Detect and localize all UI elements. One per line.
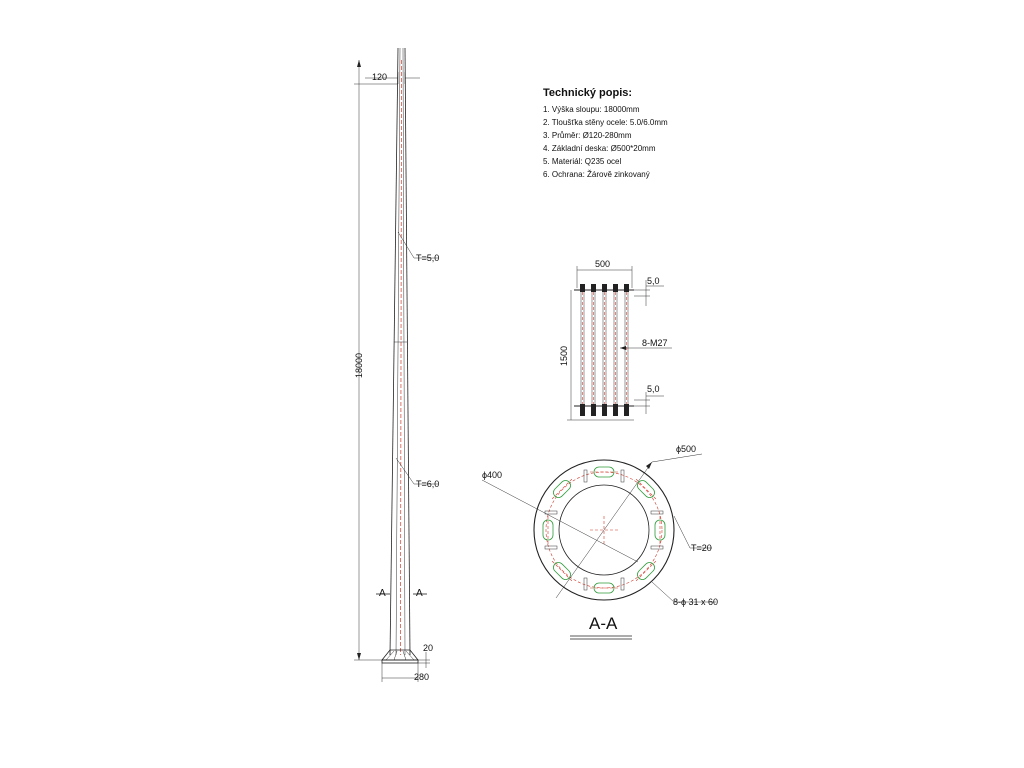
holes-label: 8-ϕ 31 x 60 xyxy=(673,597,718,607)
bolt-top-label: 5,0 xyxy=(647,276,660,286)
plate-thk-leader xyxy=(673,515,691,549)
wall-lower-leader xyxy=(395,457,415,485)
note-item: 6. Ochrana: Žárově zinkovaný xyxy=(543,170,650,179)
pole-inner-right xyxy=(402,47,406,656)
base-width-label: 280 xyxy=(414,672,429,682)
bolt-circle xyxy=(545,471,663,589)
gusset xyxy=(393,650,398,661)
slot-hole xyxy=(590,466,618,478)
plate-inner-circle xyxy=(558,484,650,576)
bolt-length-label: 1500 xyxy=(559,346,569,366)
pole-outline-left xyxy=(389,47,399,656)
pole-elevation: 120 18000 T=5,0 T=6,0 A A xyxy=(354,47,439,682)
slot-hole xyxy=(654,516,666,544)
arrow-icon xyxy=(357,60,361,67)
arrow-icon xyxy=(620,346,626,350)
note-item: 5. Materiál: Q235 ocel xyxy=(543,157,621,166)
anchor-bolt xyxy=(602,284,607,416)
slot-hole xyxy=(542,516,554,544)
arrow-icon xyxy=(646,462,652,469)
bolt-count-label: 8-M27 xyxy=(642,338,668,348)
stiffener-ribs xyxy=(544,469,664,591)
anchor-bolt xyxy=(613,284,618,416)
gusset xyxy=(405,650,415,661)
gusset xyxy=(385,650,395,661)
note-item: 2. Tloušťka stěny ocele: 5.0/6.0mm xyxy=(543,118,668,127)
section-title: A-A xyxy=(589,614,618,633)
slot-hole xyxy=(635,478,657,500)
bolt-width-label: 500 xyxy=(595,259,610,269)
plate-outer-circle xyxy=(533,459,675,601)
outer-dia-leader xyxy=(555,461,653,599)
top-width-label: 120 xyxy=(372,72,387,82)
section-label-right: A xyxy=(416,588,423,599)
arrow-icon xyxy=(357,653,361,660)
note-item: 1. Výška sloupu: 18000mm xyxy=(543,105,640,114)
anchor-bolt xyxy=(624,284,629,416)
slot-hole xyxy=(590,582,618,594)
inner-dia-label: ϕ400 xyxy=(482,470,502,480)
note-item: 4. Základní deska: Ø500*20mm xyxy=(543,144,656,153)
pole-centerline xyxy=(400,59,402,656)
outer-dia-label: ϕ500 xyxy=(676,444,696,454)
section-label-left: A xyxy=(379,588,386,599)
plate-thickness-label: 20 xyxy=(423,643,433,653)
pole-outline-right xyxy=(404,47,411,656)
gusset xyxy=(402,650,407,661)
wall-lower-label: T=6,0 xyxy=(416,479,439,489)
anchor-bolt xyxy=(580,284,585,416)
wall-upper-label: T=5,0 xyxy=(416,253,439,263)
slot-hole xyxy=(635,560,657,582)
base-plate xyxy=(381,659,419,664)
note-item: 3. Průměr: Ø120-280mm xyxy=(543,131,632,140)
technical-notes: Technický popis: 1. Výška sloupu: 18000m… xyxy=(543,87,668,179)
notes-title: Technický popis: xyxy=(543,87,632,99)
base-plate-section: ϕ500 ϕ400 T=20 8-ϕ 31 x 60 A-A xyxy=(481,444,718,640)
inner-dia-leader xyxy=(481,479,639,563)
slot-hole xyxy=(551,560,573,582)
holes-leader xyxy=(651,581,675,603)
wall-upper-leader xyxy=(397,231,415,259)
slot-hole xyxy=(551,478,573,500)
plate-thk-label: T=20 xyxy=(691,543,712,553)
height-label: 18000 xyxy=(354,353,364,378)
anchor-bolt xyxy=(591,284,596,416)
anchor-bolt-view: 500 5,0 5,0 1500 xyxy=(559,259,672,421)
pole-inner-left xyxy=(395,47,401,656)
bolt-bottom-label: 5,0 xyxy=(647,384,660,394)
